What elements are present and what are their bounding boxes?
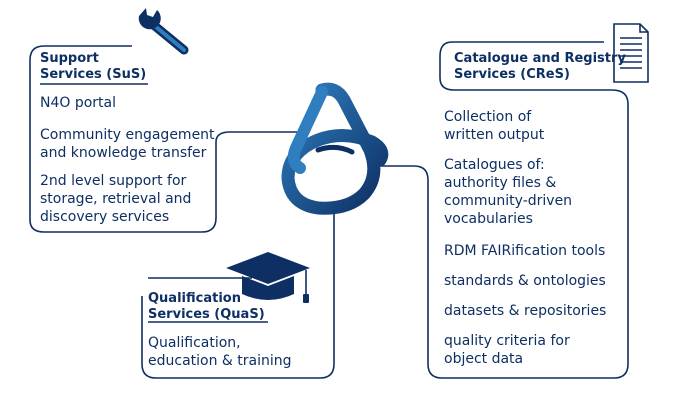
catalogue-box-outline xyxy=(370,41,629,379)
catalogue-item-catalogues-line3: community-driven xyxy=(444,193,573,209)
support-title-line2: Services (SuS) xyxy=(40,67,147,82)
support-item-community-line1: Community engagement xyxy=(40,127,215,143)
support-title-line1: Support xyxy=(40,51,99,66)
graduation-cap-icon xyxy=(226,252,310,303)
wrench-icon xyxy=(138,8,189,55)
catalogue-title-line1: Catalogue and Registry xyxy=(454,51,626,66)
qualification-title-line1: Qualification xyxy=(148,291,241,306)
support-item-secondlevel-line3: discovery services xyxy=(40,209,170,225)
document-icon xyxy=(613,23,649,83)
catalogue-item-catalogues-line4: vocabularies xyxy=(444,211,533,227)
support-item-secondlevel-line2: storage, retrieval and xyxy=(40,191,192,207)
catalogue-item-quality-line2: object data xyxy=(444,351,524,367)
catalogue-item-standards: standards & ontologies xyxy=(444,273,606,289)
catalogue-item-datasets: datasets & repositories xyxy=(444,303,607,319)
qualification-box-outline xyxy=(141,206,335,379)
catalogue-item-catalogues-line1: Catalogues of: xyxy=(444,157,545,173)
catalogue-title-line2: Services (CReS) xyxy=(454,67,570,82)
qualification-item-line1: Qualification, xyxy=(148,335,241,351)
catalogue-item-collection-line1: Collection of xyxy=(444,109,532,125)
catalogue-item-rdm-tools: RDM FAIRification tools xyxy=(444,243,606,259)
catalogue-item-collection-line2: written output xyxy=(444,127,545,143)
support-item-secondlevel-line1: 2nd level support for xyxy=(40,173,187,189)
catalogue-item-catalogues-line2: authority files & xyxy=(444,175,557,191)
knot-logo-icon xyxy=(281,82,389,215)
catalogue-item-quality-line1: quality criteria for xyxy=(444,333,570,349)
qualification-title-line2: Services (QuaS) xyxy=(148,307,265,322)
qualification-item-line2: education & training xyxy=(148,353,292,369)
support-box-outline xyxy=(29,45,300,233)
support-item-community-line2: and knowledge transfer xyxy=(40,145,207,161)
support-item-portal: N4O portal xyxy=(40,95,117,111)
